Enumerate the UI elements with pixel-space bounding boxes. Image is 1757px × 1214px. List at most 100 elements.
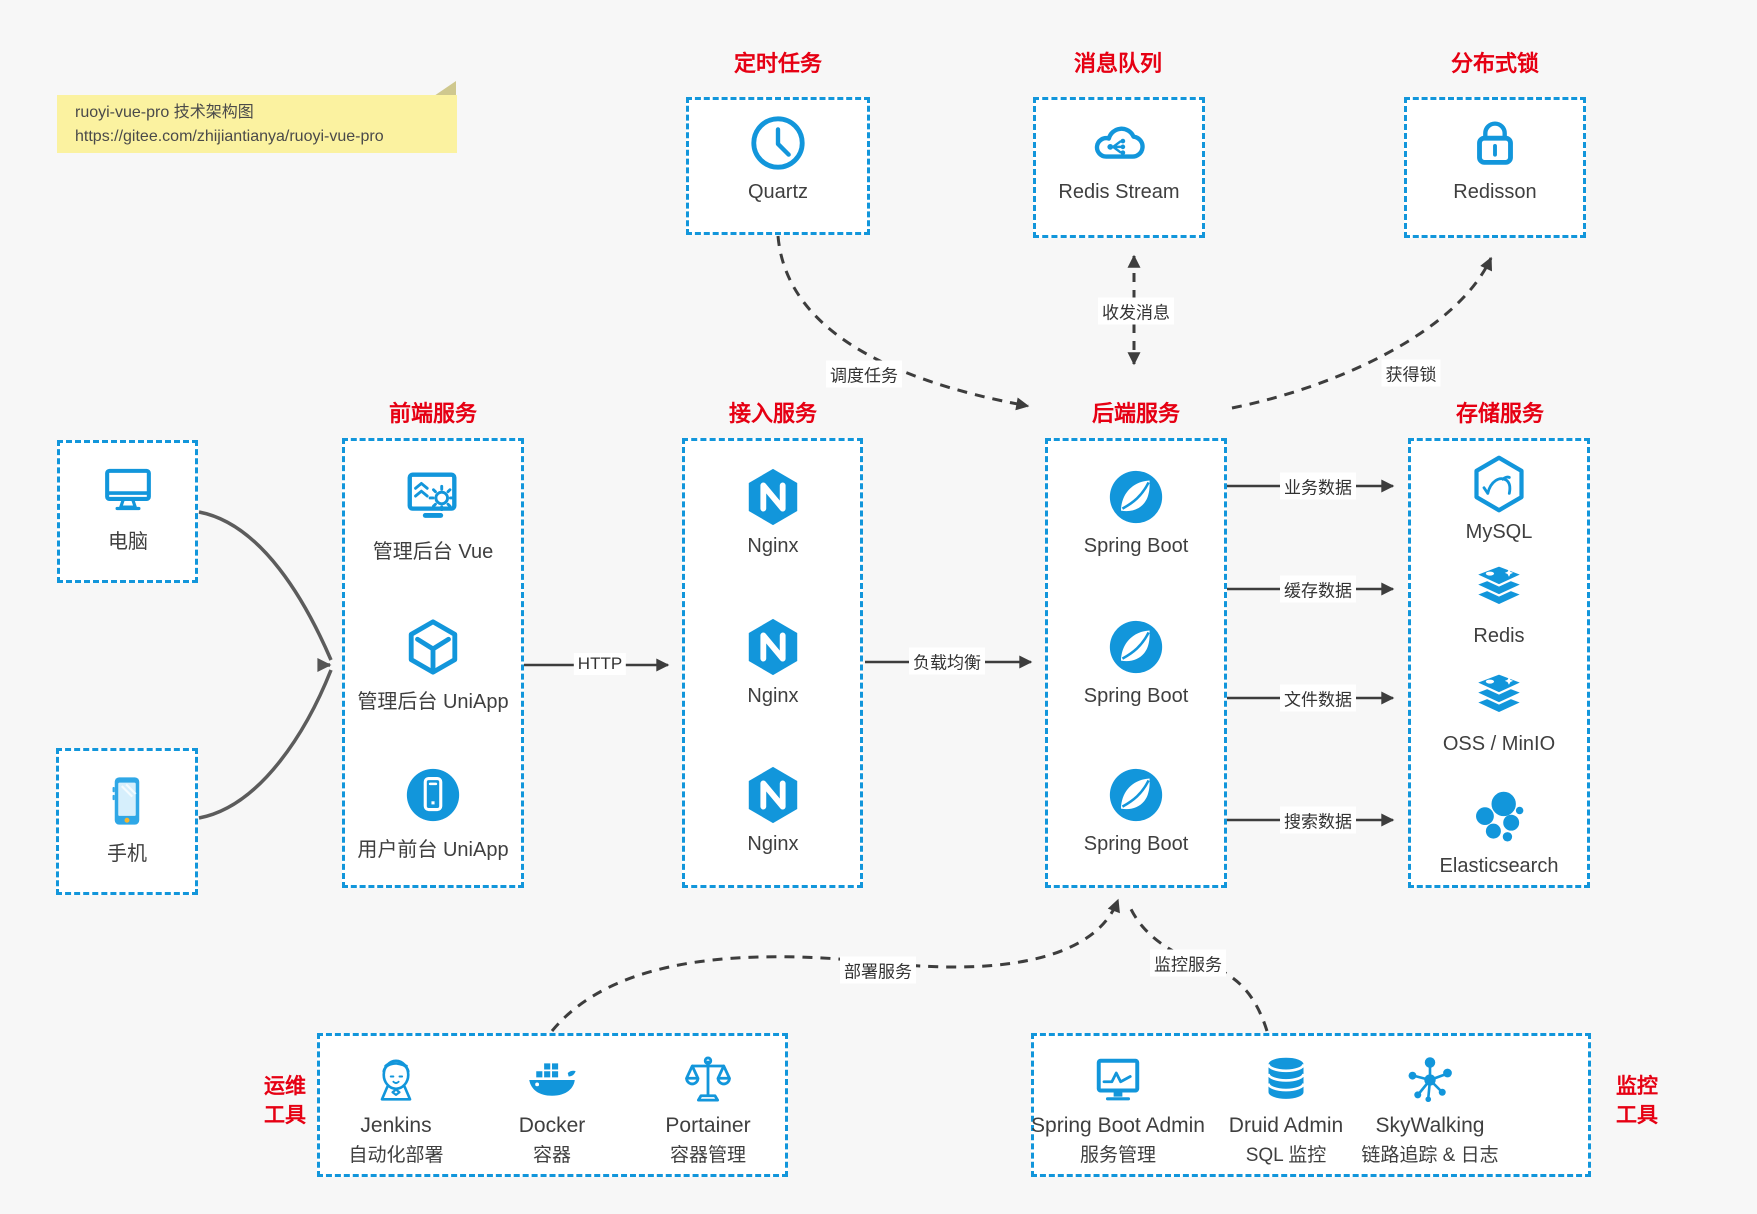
uniapp-cube-icon: [408, 619, 458, 675]
node-nginx-3: Nginx: [678, 764, 868, 856]
tool-name: Docker: [518, 1114, 586, 1137]
node-skywalking: SkyWalking 链路追踪 & 日志: [1325, 1052, 1535, 1167]
column-title-gateway: 接入服务: [728, 401, 817, 426]
tool-desc: 服务管理: [1079, 1145, 1156, 1166]
clock-icon: [751, 116, 805, 170]
cloud-stream-icon: [1094, 126, 1145, 159]
nginx-icon: [748, 468, 798, 526]
node-label: 管理后台 Vue: [372, 541, 494, 563]
monitor-tools-label-line1: 监控: [1616, 1075, 1658, 1098]
node-label: Nginx: [747, 685, 799, 707]
edge-label-messages: 收发消息: [1098, 297, 1174, 325]
nginx-icon: [748, 618, 798, 676]
edge-label-schedule: 调度任务: [826, 360, 902, 388]
node-quartz: Quartz: [683, 112, 873, 204]
node-phone: 手机: [32, 772, 222, 866]
sticky-note: ruoyi-vue-pro 技术架构图 https://gitee.com/zh…: [57, 95, 457, 153]
node-springboot-1: Spring Boot: [1041, 466, 1231, 558]
redis-stack-icon: [1472, 564, 1526, 607]
ops-tools-label-line1: 运维: [264, 1075, 306, 1098]
column-title-frontend: 前端服务: [388, 401, 477, 426]
tool-name: Druid Admin: [1228, 1114, 1344, 1137]
node-springboot-2: Spring Boot: [1041, 616, 1231, 708]
ops-tools-label-line2: 工具: [264, 1104, 306, 1127]
section-title-scheduler: 定时任务: [733, 51, 822, 76]
edge-label-business-data: 业务数据: [1280, 472, 1356, 500]
node-nginx-2: Nginx: [678, 616, 868, 708]
note-title: ruoyi-vue-pro 技术架构图: [75, 104, 254, 121]
tool-name: Spring Boot Admin: [1031, 1114, 1205, 1137]
section-title-lock: 分布式锁: [1450, 51, 1539, 76]
node-label: Redis Stream: [1058, 181, 1180, 203]
tool-desc: 链路追踪 & 日志: [1361, 1145, 1499, 1166]
desktop-icon: [105, 468, 151, 511]
edge-label-deploy: 部署服务: [840, 956, 916, 984]
edge-phone-to-frontend: [198, 669, 333, 820]
docker-icon: [529, 1063, 576, 1096]
node-nginx-1: Nginx: [678, 466, 868, 558]
jenkins-icon: [380, 1059, 412, 1101]
monitor-tools-label-line2: 工具: [1616, 1104, 1658, 1127]
spring-boot-icon: [1109, 768, 1163, 822]
edge-label-file-data: 文件数据: [1280, 684, 1356, 712]
node-admin-vue: 管理后台 Vue: [338, 466, 528, 564]
node-label: Nginx: [747, 833, 799, 855]
node-label: MySQL: [1465, 521, 1533, 543]
admin-vue-icon: [407, 472, 457, 518]
user-app-icon: [406, 768, 460, 822]
node-label: Redisson: [1453, 181, 1537, 203]
spring-boot-icon: [1109, 470, 1163, 524]
node-redis: Redis: [1404, 560, 1594, 648]
node-redisson: Redisson: [1400, 112, 1590, 204]
tool-name: SkyWalking: [1375, 1114, 1485, 1137]
edge-label-cache-data: 缓存数据: [1280, 575, 1356, 603]
node-label: Quartz: [747, 181, 809, 203]
portainer-icon: [685, 1056, 731, 1102]
edge-label-search-data: 搜索数据: [1280, 806, 1356, 834]
edge-label-monitor: 监控服务: [1150, 949, 1226, 977]
tool-desc: SQL 监控: [1245, 1145, 1327, 1166]
node-mysql: MySQL: [1404, 454, 1594, 544]
node-label: 手机: [107, 843, 147, 865]
node-springboot-3: Spring Boot: [1041, 764, 1231, 856]
node-druid-admin: Druid Admin SQL 监控: [1181, 1052, 1391, 1167]
edge-label-acquire-lock: 获得锁: [1381, 359, 1441, 387]
mysql-icon: [1474, 455, 1524, 513]
edge-deploy-service: [550, 898, 1120, 1032]
topology-icon: [1408, 1057, 1452, 1103]
node-elasticsearch: Elasticsearch: [1404, 788, 1594, 878]
node-label: Redis: [1473, 625, 1525, 647]
edge-label-http: HTTP: [573, 653, 627, 675]
monitor-tools-box: [1031, 1033, 1591, 1177]
tool-desc: 自动化部署: [348, 1145, 444, 1166]
tool-name: Portainer: [665, 1114, 751, 1137]
edge-acquire-lock: [1231, 256, 1493, 410]
smartphone-icon: [112, 777, 140, 825]
note-folded-corner: [434, 81, 456, 96]
distributed-lock-box: [1404, 97, 1586, 238]
node-label: Elasticsearch: [1439, 855, 1559, 877]
node-label: Spring Boot: [1083, 685, 1189, 707]
node-label: Spring Boot: [1083, 833, 1189, 855]
node-redis-stream: Redis Stream: [1024, 112, 1214, 204]
node-jenkins: Jenkins 自动化部署: [291, 1052, 501, 1167]
node-label: 用户前台 UniApp: [357, 839, 509, 861]
object-storage-icon: [1472, 672, 1526, 715]
node-label: Spring Boot: [1083, 535, 1189, 557]
node-admin-uniapp: 管理后台 UniApp: [338, 616, 528, 714]
monitor-tools-label: 监控 工具: [1597, 1072, 1677, 1130]
edge-pc-to-frontend: [198, 510, 333, 661]
monitor-chart-icon: [1096, 1058, 1140, 1101]
node-portainer: Portainer 容器管理: [603, 1052, 813, 1167]
edge-schedule-task: [776, 235, 1030, 411]
note-url: https://gitee.com/zhijiantianya/ruoyi-vu…: [75, 128, 384, 145]
database-icon: [1267, 1057, 1305, 1099]
node-docker: Docker 容器: [447, 1052, 657, 1167]
tool-desc: 容器: [532, 1145, 571, 1166]
edge-label-load-balance: 负载均衡: [909, 647, 985, 675]
elasticsearch-icon: [1476, 791, 1524, 842]
column-title-backend: 后端服务: [1091, 401, 1180, 426]
lock-icon: [1477, 121, 1513, 165]
ops-tools-label: 运维 工具: [245, 1072, 325, 1130]
